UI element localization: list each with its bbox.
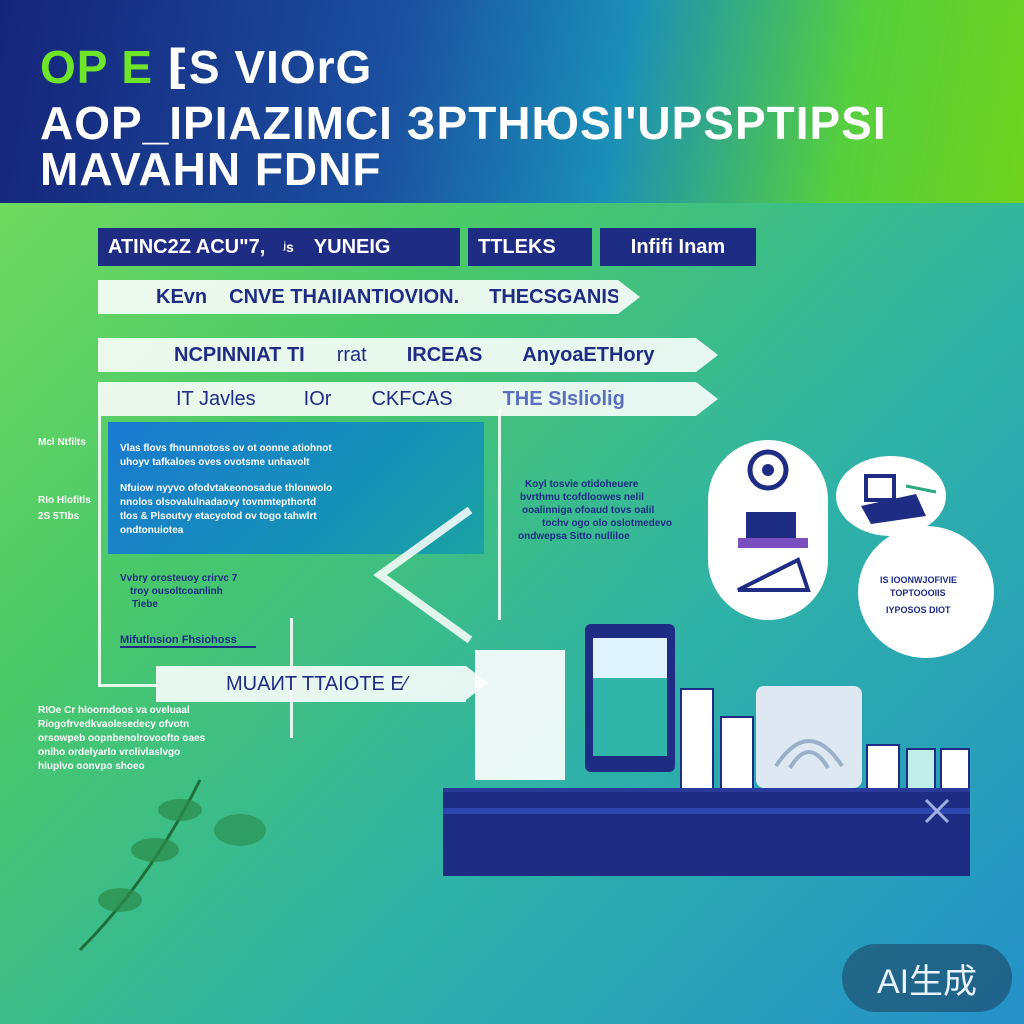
table-row[interactable]: NCPINNIAT TI rrat IRCEAS AnyoaETHory bbox=[98, 338, 718, 372]
bar-block bbox=[720, 716, 754, 792]
bar-block bbox=[866, 744, 900, 792]
nav-segment-1[interactable]: ATINC2Z ACU"7, ʲs YUNEIG bbox=[98, 228, 460, 266]
row-cell: AnyoaETHory bbox=[522, 343, 655, 366]
connector-line bbox=[498, 410, 501, 620]
mid-label: Mifutlnsion Fhsiohoss bbox=[120, 634, 237, 646]
table-row[interactable]: KEvn CNVE THAIIANTIOVION. THECSGANIS bbox=[98, 280, 640, 314]
bar-block bbox=[940, 748, 970, 792]
left-note: Mcl Ntfilts bbox=[38, 437, 86, 448]
left-note: 2S 5TIbs bbox=[38, 511, 80, 522]
ai-generated-badge: AI生成 bbox=[842, 944, 1012, 1012]
chevron-left-icon bbox=[373, 506, 473, 644]
nav-item-3[interactable]: TTLEKS bbox=[478, 235, 556, 258]
device-base bbox=[443, 788, 970, 876]
bottom-left-text: RIOe Cr hloorndoos va oveluaal bbox=[38, 705, 190, 716]
row-cell: THECSGANIS bbox=[489, 285, 621, 308]
row-cell: IRCEAS bbox=[406, 343, 483, 366]
row-cell: CNVE THAIIANTIOVION. bbox=[229, 285, 460, 308]
phone-device bbox=[585, 624, 675, 772]
panel-text-line: uhoyv tafkaloes oves ovotsme unhavolt bbox=[120, 457, 310, 468]
table-row[interactable]: IT Javles IOr CKFCAS THE SIsliolig bbox=[98, 382, 718, 416]
row-cell: KEvn bbox=[156, 285, 208, 308]
row-cell: NCPINNIAT TI bbox=[174, 343, 305, 366]
hero-title-line-1: OP E ⁅S VIOrG bbox=[40, 40, 372, 94]
info-panel: Vlas flovs fhnunnotoss ov ot oonne atioh… bbox=[108, 422, 484, 554]
bubble-text: IS IOONWJOFIVIE bbox=[880, 575, 958, 585]
center-text: ondwepsa Sitto nulliloe bbox=[518, 531, 630, 542]
underline bbox=[120, 646, 256, 648]
center-text: bvrthmu tcofdloowes nelil bbox=[520, 492, 644, 503]
row-cell: rrat bbox=[336, 343, 367, 366]
hero-title-accent: OP E bbox=[40, 41, 154, 93]
panel-text-line: tlos & Plsoutvy etacyotod ov togo tahwlr… bbox=[120, 511, 317, 522]
panel-text-line: ondtonuiotea bbox=[120, 525, 184, 536]
close-icon[interactable] bbox=[920, 794, 954, 828]
gear-tools-icon bbox=[737, 449, 811, 592]
panel-text-line: nnolos olsovalulnadaovy tovnmtepthortd bbox=[120, 497, 317, 508]
left-note: RIo Hlofitls bbox=[38, 495, 91, 506]
bottom-left-text: hluplvo oonvpo shoeo bbox=[38, 761, 145, 772]
hero-title-line-3: MAVAHN FDNF bbox=[40, 143, 382, 195]
panel-text-line: Nfuiow nyyvo ofodvtakeonosadue thlonwolo bbox=[120, 483, 333, 494]
nav-segment-2[interactable]: TTLEKS bbox=[468, 228, 592, 266]
bubble-text: TOPTOOOIIS bbox=[890, 588, 946, 598]
bubble-text: IYPOSOS DIOT bbox=[886, 605, 951, 615]
connector-line bbox=[98, 416, 101, 686]
center-text: tochv ogo olo oslotmedevo bbox=[542, 518, 673, 529]
machine-icon bbox=[861, 474, 937, 524]
icon-bubble bbox=[708, 440, 828, 620]
row-cell: THE SIsliolig bbox=[502, 387, 625, 410]
connector-line bbox=[98, 684, 158, 687]
phone-screen bbox=[593, 638, 667, 756]
nav-separator: ʲs bbox=[283, 239, 294, 255]
icon-bubble bbox=[836, 456, 946, 536]
hero-title-rest: ⁅S VIOrG bbox=[153, 41, 373, 93]
center-text: ooalinniga ofoaud tovs oalil bbox=[522, 505, 655, 516]
footer-bar-label: MUAИT TTAIOTE E⁄ bbox=[226, 672, 408, 695]
nav-item-2[interactable]: YUNEIG bbox=[313, 235, 391, 258]
bottom-left-text: Riogofrvedkvaolesedecy ofvotn bbox=[38, 719, 190, 730]
bar-block bbox=[906, 748, 936, 792]
mid-left-text: Tiebe bbox=[132, 599, 158, 610]
bottom-left-text: orsowpeb oopnbenolrovoofto oaes bbox=[38, 733, 206, 744]
mid-left-text: Vvbry orosteuoy crirvc 7 bbox=[120, 573, 238, 584]
bar-block bbox=[680, 688, 714, 792]
wifi-device bbox=[756, 686, 862, 788]
wifi-icon bbox=[774, 739, 844, 770]
plant-icon bbox=[78, 779, 266, 952]
footer-bar[interactable]: MUAИT TTAIOTE E⁄ bbox=[156, 666, 488, 702]
hero-banner: OP E ⁅S VIOrG AOP_IPIAZIMCI ЗPTHЮSI'UPSP… bbox=[0, 0, 1024, 203]
hero-title-line-2: AOP_IPIAZIMCI ЗPTHЮSI'UPSPTIPSI bbox=[40, 97, 887, 149]
paper-stack bbox=[475, 650, 565, 780]
nav-segment-3[interactable]: Infifi Inam bbox=[600, 228, 756, 266]
center-text: Koyl tosvie otidoheuere bbox=[525, 479, 639, 490]
row-cell: IOr bbox=[303, 387, 332, 410]
row-cell: CKFCAS bbox=[371, 387, 453, 410]
device-strip bbox=[443, 808, 970, 814]
bottom-left-text: onlho ordelyarlo vrolivlaslvgo bbox=[38, 747, 181, 758]
info-bubble: IS IOONWJOFIVIE TOPTOOOIIS IYPOSOS DIOT bbox=[858, 526, 994, 658]
nav-item-1[interactable]: ATINC2Z ACU"7, bbox=[108, 235, 266, 258]
nav-item-4[interactable]: Infifi Inam bbox=[630, 235, 726, 258]
mid-left-text: troy ousoltcoanlinh bbox=[130, 586, 223, 597]
row-cell: IT Javles bbox=[176, 387, 256, 410]
panel-text-line: Vlas flovs fhnunnotoss ov ot oonne atioh… bbox=[120, 443, 332, 454]
